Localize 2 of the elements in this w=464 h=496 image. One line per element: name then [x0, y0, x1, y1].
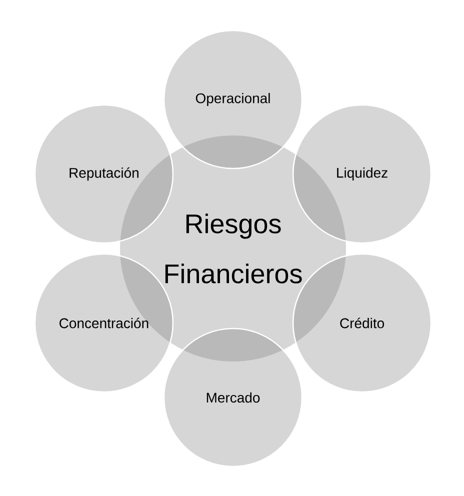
node-label: Operacional [196, 92, 270, 106]
node-label: Mercado [206, 392, 260, 403]
